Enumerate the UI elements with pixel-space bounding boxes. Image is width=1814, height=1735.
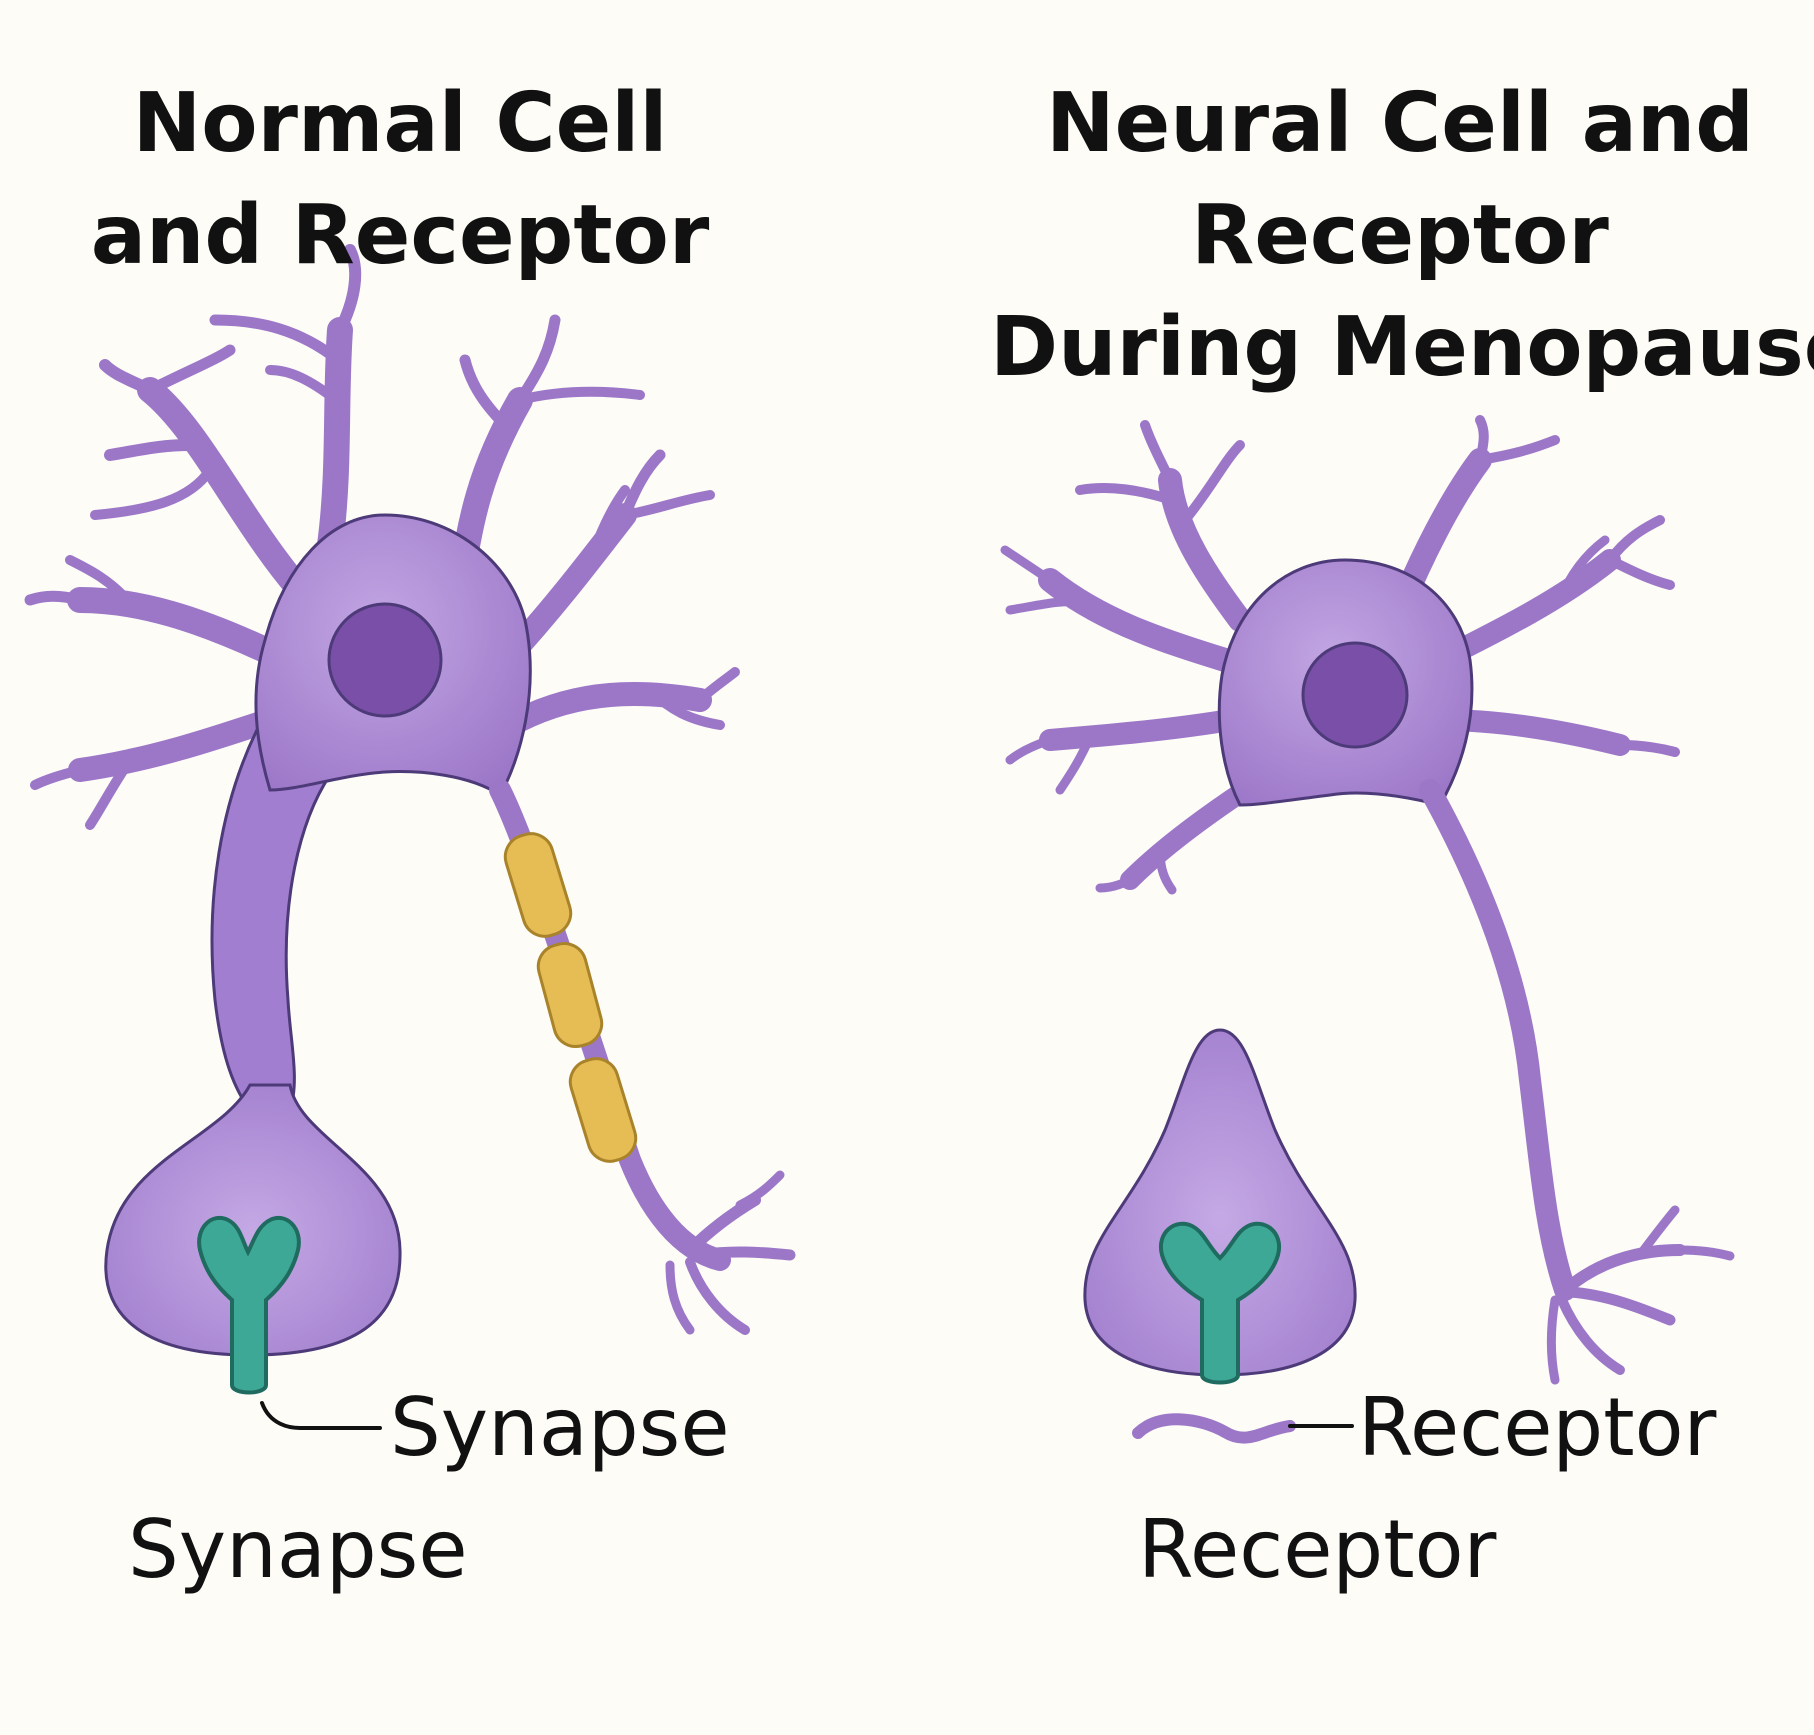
receptor-caption: Receptor xyxy=(1138,1503,1497,1596)
synapse-caption: Synapse xyxy=(128,1503,468,1596)
menopause-neuron-receptor xyxy=(1158,1221,1282,1385)
menopause-cell-title-line-2: Receptor xyxy=(1191,188,1609,283)
synapse-callout-label: Synapse xyxy=(390,1381,730,1474)
normal-neuron-axon-terminal xyxy=(665,1170,796,1335)
receptor-fragment xyxy=(1132,1413,1296,1444)
menopause-cell-title: Neural Cell and Receptor During Menopaus… xyxy=(990,68,1814,404)
menopause-neuron-axon-terminal xyxy=(1546,1205,1735,1385)
menopause-neuron xyxy=(1000,415,1735,1444)
normal-neuron-nucleus xyxy=(327,602,443,718)
menopause-neuron-axon xyxy=(1419,779,1576,1301)
menopause-neuron-nucleus xyxy=(1301,641,1409,749)
menopause-cell-title-line-3: During Menopause xyxy=(990,300,1814,395)
normal-cell-title-line-1: Normal Cell xyxy=(132,76,668,171)
synapse-callout-line xyxy=(260,1401,382,1430)
menopause-neuron-dendrites xyxy=(1000,415,1680,895)
receptor-callout-label: Receptor xyxy=(1358,1381,1717,1474)
normal-neuron xyxy=(24,244,796,1430)
normal-cell-title-line-2: and Receptor xyxy=(90,188,710,283)
normal-neuron-receptor xyxy=(197,1216,301,1395)
menopause-cell-title-line-1: Neural Cell and xyxy=(1045,76,1754,171)
normal-neuron-myelin-sheath xyxy=(503,832,638,1163)
normal-cell-title: Normal Cell and Receptor xyxy=(40,68,760,292)
